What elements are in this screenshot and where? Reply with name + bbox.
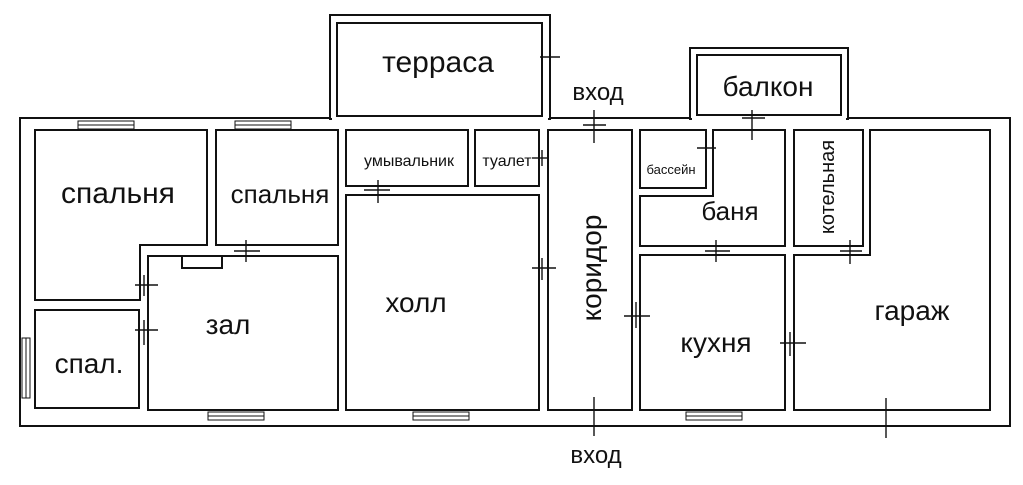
entrance-bottom-label: вход — [570, 442, 621, 469]
boiler-room — [793, 129, 864, 247]
hall-room — [147, 255, 339, 411]
kitchen-room — [639, 254, 786, 411]
window — [685, 411, 743, 421]
washbasin-label: умывальник — [364, 153, 455, 170]
bedroom-large-label: спальня — [61, 177, 175, 210]
sauna-room — [639, 129, 786, 247]
hall-label: зал — [206, 309, 251, 340]
hall-niche — [181, 255, 223, 269]
window — [77, 120, 135, 130]
bedroom-small-label: спальня — [231, 179, 330, 209]
bedroom-short-label: спал. — [55, 348, 124, 379]
bedroom-small-room — [215, 129, 339, 246]
window — [207, 411, 265, 421]
window — [412, 411, 470, 421]
lobby-room — [345, 194, 540, 411]
sauna-label: баня — [701, 196, 758, 226]
corridor-label: коридор — [576, 215, 607, 322]
pool-label: бассейн — [646, 162, 695, 177]
balcony-label: балкон — [723, 71, 814, 102]
window — [234, 120, 292, 130]
garage-label: гараж — [874, 295, 949, 326]
entrance-top-label: вход — [572, 79, 623, 106]
bedroom-large-room — [34, 129, 208, 301]
washbasin-room — [345, 129, 469, 187]
room-labels: терраса балкон вход вход спальня спальня… — [55, 46, 950, 469]
toilet-label: туалет — [482, 153, 532, 170]
lobby-label: холл — [385, 287, 446, 318]
doors — [135, 53, 900, 438]
windows — [21, 120, 743, 421]
interior-rooms — [34, 129, 991, 411]
kitchen-label: кухня — [680, 327, 751, 358]
boiler-room-label: котельная — [817, 140, 839, 234]
balcony-room — [696, 54, 842, 116]
window — [21, 337, 31, 399]
garage-room — [793, 129, 991, 411]
bedroom-short-room — [34, 309, 140, 409]
pool-room — [639, 129, 707, 189]
terrace-label: терраса — [382, 46, 494, 79]
